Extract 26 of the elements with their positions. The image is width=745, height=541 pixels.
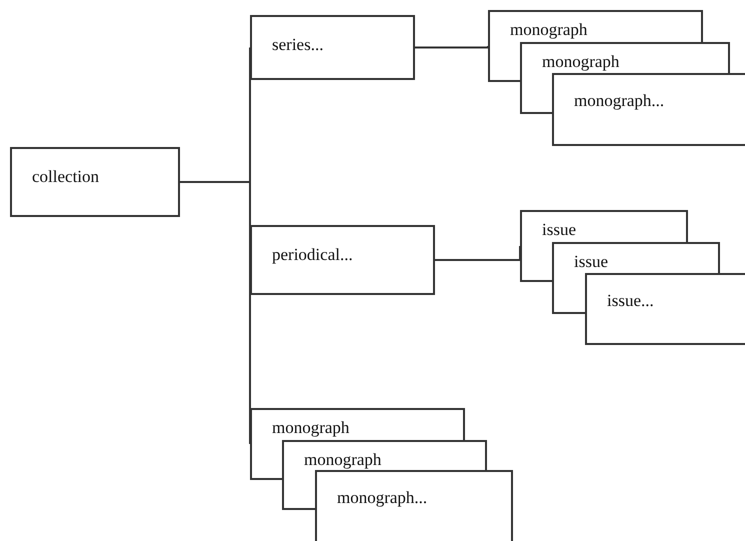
box-label: monograph — [272, 418, 350, 437]
text-box — [250, 408, 465, 440]
box-label: series... — [272, 35, 324, 54]
connector-line — [415, 45, 489, 48]
text-box — [520, 210, 688, 242]
text-box — [552, 73, 745, 146]
text-box — [315, 470, 513, 541]
text-box — [282, 440, 487, 470]
box-label: monograph — [304, 450, 382, 469]
box-label: issue — [542, 220, 577, 239]
box-label: monograph... — [574, 91, 666, 110]
text-box — [250, 225, 435, 295]
box-label: monograph — [542, 52, 620, 71]
text-box — [552, 242, 720, 273]
box-label: monograph... — [337, 488, 428, 507]
box-label: issue... — [607, 291, 655, 310]
box-label: issue — [574, 252, 609, 271]
connector-line — [435, 245, 521, 261]
box-label: monograph — [510, 20, 588, 39]
box-label: collection — [32, 167, 100, 186]
text-box — [250, 15, 415, 80]
text-box — [488, 10, 703, 42]
box-label: periodical... — [272, 245, 354, 264]
text-box — [520, 42, 730, 73]
text-box — [585, 273, 745, 345]
text-box — [10, 147, 180, 217]
